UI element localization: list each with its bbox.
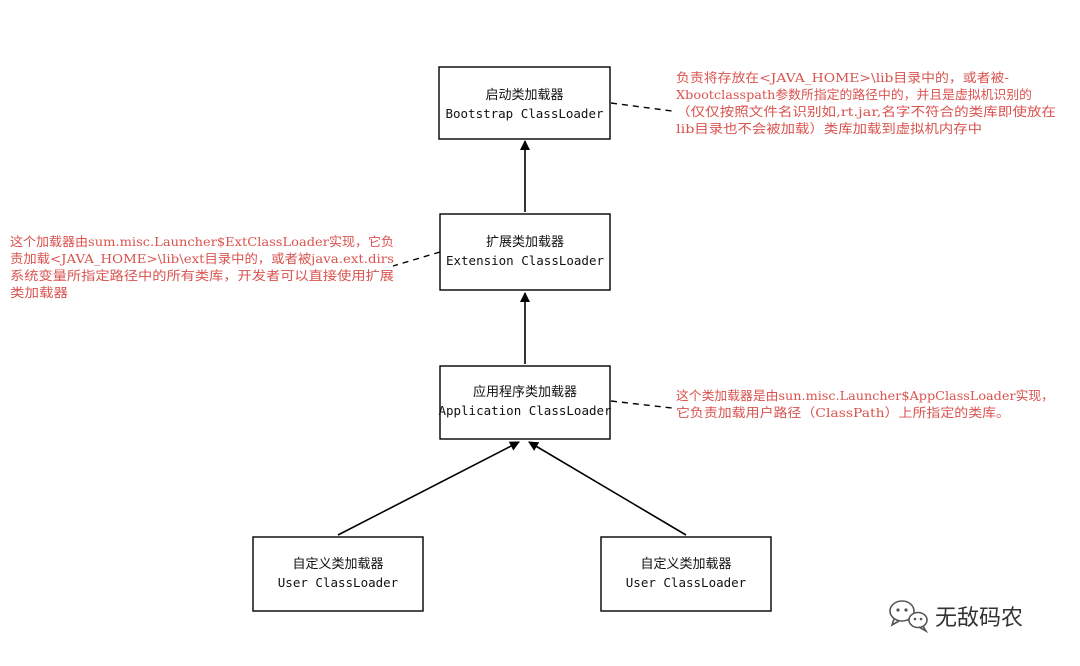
- dash-application-note: [610, 400, 673, 409]
- box-user-left-en: User ClassLoader: [278, 575, 399, 590]
- box-bootstrap-cn: 启动类加载器: [485, 88, 563, 103]
- note-extension-line: 这个加载器由sum.misc.Launcher$ExtClassLoader实现…: [10, 234, 394, 249]
- box-user-left: 自定义类加载器 User ClassLoader: [252, 536, 424, 612]
- box-extension-en: Extension ClassLoader: [446, 253, 605, 268]
- note-extension-line: 类加载器: [10, 285, 69, 300]
- arrow-userright-to-application: [528, 441, 687, 536]
- note-bootstrap: 负责将存放在<JAVA_HOME>\lib目录中的，或者被- Xbootclas…: [676, 70, 1056, 136]
- box-user-left-cn: 自定义类加载器: [292, 557, 383, 572]
- note-application-line: 它负责加载用户路径（ClassPath）上所指定的类库。: [676, 405, 1010, 420]
- wechat-icon: [889, 600, 929, 634]
- box-extension-cn: 扩展类加载器: [486, 235, 564, 250]
- note-bootstrap-line: 负责将存放在<JAVA_HOME>\lib目录中的，或者被-: [676, 70, 1009, 85]
- dash-bootstrap-note: [610, 102, 673, 112]
- box-bootstrap: 启动类加载器 Bootstrap ClassLoader: [438, 66, 611, 140]
- note-application-line: 这个类加载器是由sun.misc.Launcher$AppClassLoader…: [676, 388, 1054, 403]
- note-bootstrap-line: （仅仅按照文件名识别如,rt.jar,名字不符合的类库即使放在: [676, 104, 1056, 119]
- box-application: 应用程序类加载器 Application ClassLoader: [438, 365, 612, 440]
- box-user-right-en: User ClassLoader: [626, 575, 747, 590]
- box-extension: 扩展类加载器 Extension ClassLoader: [439, 213, 611, 291]
- note-bootstrap-line: lib目录也不会被加载）类库加载到虚拟机内存中: [676, 121, 982, 136]
- arrow-userleft-to-application: [337, 441, 520, 536]
- box-bootstrap-en: Bootstrap ClassLoader: [445, 106, 604, 121]
- box-application-cn: 应用程序类加载器: [473, 384, 577, 400]
- note-extension-line: 责加载<JAVA_HOME>\lib\ext目录中的，或者被java.ext.d…: [10, 251, 394, 266]
- box-application-en: Application ClassLoader: [438, 403, 612, 418]
- note-bootstrap-line: Xbootclasspath参数所指定的路径中的，并且是虚拟机识别的: [676, 87, 1032, 102]
- note-application: 这个类加载器是由sun.misc.Launcher$AppClassLoader…: [676, 388, 1054, 420]
- note-extension: 这个加载器由sum.misc.Launcher$ExtClassLoader实现…: [10, 234, 394, 300]
- note-extension-line: 系统变量所指定路径中的所有类库，开发者可以直接使用扩展: [10, 268, 394, 283]
- box-user-right: 自定义类加载器 User ClassLoader: [600, 536, 772, 612]
- watermark: 无敌码农: [889, 600, 1023, 634]
- dash-extension-note: [392, 251, 441, 267]
- box-user-right-cn: 自定义类加载器: [640, 557, 731, 572]
- watermark-text: 无敌码农: [935, 606, 1023, 631]
